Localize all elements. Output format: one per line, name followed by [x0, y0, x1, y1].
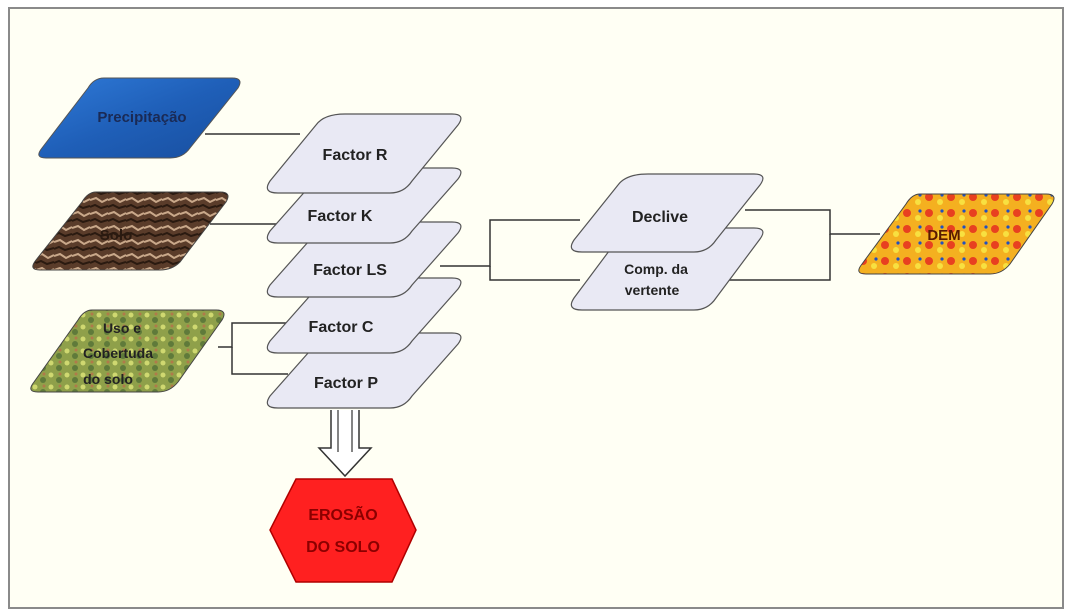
- input-solo: Solo: [32, 191, 229, 271]
- down-arrow: [317, 410, 373, 478]
- factor-r-label: Factor R: [323, 147, 388, 164]
- factor-c-label: Factor C: [309, 319, 374, 336]
- connector-uso-c: [218, 322, 288, 348]
- comp-label-line1: Comp. da: [624, 261, 688, 277]
- declive-label: Declive: [632, 209, 688, 226]
- slope-declive: Declive: [570, 173, 764, 253]
- comp-label-line2: vertente: [625, 282, 680, 298]
- input-precipitacao: Precipitação: [38, 77, 241, 159]
- connector-uso-p: [231, 347, 288, 375]
- connector-ls-comp: [489, 266, 580, 281]
- factor-k-label: Factor K: [308, 208, 373, 225]
- factor-stack: Factor P Factor C Factor LS Factor K Fac…: [266, 113, 462, 409]
- factor-r: Factor R: [266, 113, 462, 194]
- factor-p-label: Factor P: [314, 375, 378, 392]
- precipitacao-label: Precipitação: [97, 109, 186, 126]
- solo-label: Solo: [100, 227, 133, 244]
- slope-stack: Comp. da vertente Declive: [570, 173, 764, 311]
- input-uso-cobertura: Uso e Cobertuda do solo: [30, 309, 225, 393]
- uso-label-line1: Uso e: [103, 320, 141, 336]
- uso-label-line2: Cobertuda: [83, 345, 153, 361]
- uso-label-line3: do solo: [83, 371, 133, 387]
- connectors: [205, 133, 880, 375]
- input-dem: DEM: [858, 193, 1055, 275]
- dem-label: DEM: [927, 227, 960, 244]
- output-label-line2: DO SOLO: [306, 539, 380, 556]
- factor-ls-label: Factor LS: [313, 262, 387, 279]
- connector-declive-dem: [745, 209, 880, 235]
- output-label-line1: EROSÃO: [308, 504, 377, 524]
- output-erosao-do-solo: EROSÃO DO SOLO: [269, 478, 417, 583]
- connector-comp-dem: [718, 234, 831, 281]
- connector-ls-declive: [440, 219, 580, 267]
